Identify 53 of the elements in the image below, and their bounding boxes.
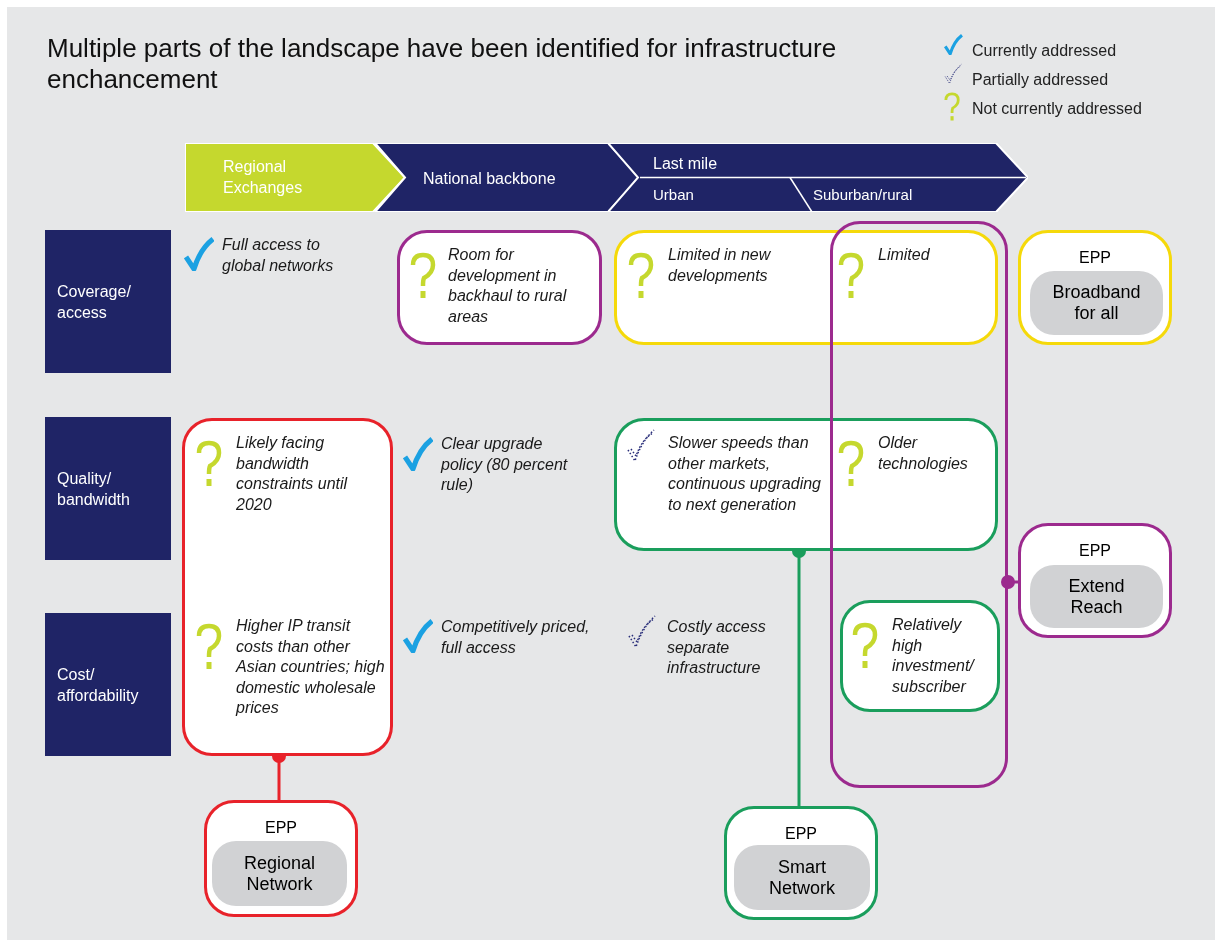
program-pill	[212, 841, 347, 906]
program-pill	[734, 845, 870, 910]
assessment-text: Clear upgrade policy (80 percent rule)	[441, 434, 569, 495]
column-outline	[830, 221, 1008, 788]
assessment-box	[840, 600, 1000, 712]
assessment-text: Higher IP transit costs than other Asian countries; high domestic wholesale prices	[236, 616, 386, 718]
program-pill	[1030, 271, 1163, 335]
row-header-label: Cost/ affordability	[57, 664, 140, 706]
assessment-text: Room for development in backhaul to rural areas	[448, 245, 568, 327]
assessment-text: Costly access separate infrastructure	[667, 617, 767, 678]
program-card	[1018, 230, 1172, 345]
assessment-text: Slower speeds than other markets, continuous upgrading to next generation	[668, 433, 822, 515]
row-header	[45, 230, 171, 373]
row-header-label: Coverage/ access	[57, 281, 132, 323]
program-card	[724, 806, 878, 920]
assessment-box	[614, 230, 998, 345]
program-tag: EPP	[207, 816, 355, 840]
legend-label: Not currently addressed	[972, 99, 1142, 119]
sub-stage-label: Urban	[653, 184, 694, 205]
stage-header	[375, 143, 640, 212]
program-name: Smart Network	[768, 856, 836, 899]
stage-header	[608, 143, 1028, 212]
assessment-text: Competitively priced, full access	[441, 617, 591, 658]
assessment-text: Older technologies	[878, 433, 969, 474]
program-tag: EPP	[727, 822, 875, 846]
connector-line	[1001, 575, 1020, 589]
stage-header	[185, 143, 405, 212]
program-card	[204, 800, 358, 917]
assessment-box	[614, 418, 998, 551]
assessment-box	[182, 418, 393, 756]
row-header	[45, 417, 171, 560]
program-card	[1018, 523, 1172, 638]
stage-label: National backbone	[423, 169, 556, 189]
assessment-text: Likely facing bandwidth constraints until 2020	[236, 433, 349, 515]
program-pill	[1030, 565, 1163, 628]
program-name: Extend Reach	[1067, 575, 1126, 618]
program-name: Regional Network	[242, 852, 317, 895]
assessment-text: Limited in new developments	[668, 245, 772, 286]
legend-label: Partially addressed	[972, 70, 1109, 90]
row-header-label: Quality/ bandwidth	[57, 468, 131, 510]
legend-label: Currently addressed	[972, 41, 1117, 61]
program-name: Broadband for all	[1051, 282, 1142, 324]
row-header	[45, 613, 171, 756]
stage-label: Last mile	[653, 154, 718, 174]
assessment-text: Full access to global networks	[222, 235, 335, 276]
assessment-box	[397, 230, 602, 345]
program-tag: EPP	[1021, 246, 1169, 270]
title: Multiple parts of the landscape have been identified for infrastructure enchancement	[47, 33, 838, 95]
sub-stage-label: Suburban/rural	[813, 184, 913, 205]
assessment-text: Relatively high investment/ subscriber	[892, 615, 976, 697]
program-tag: EPP	[1021, 539, 1169, 563]
stage-label: Regional Exchanges	[223, 157, 304, 198]
assessment-text: Limited	[878, 245, 931, 265]
